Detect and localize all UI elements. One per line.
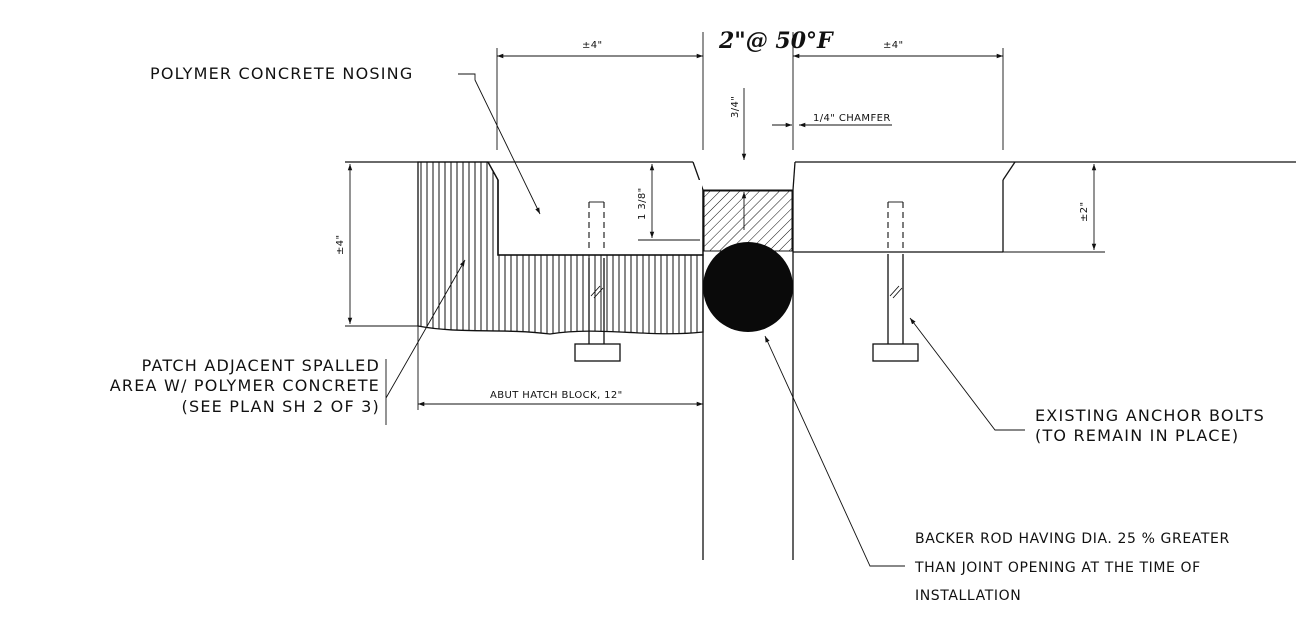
joint-seal [703,190,793,252]
note-backer-line3: INSTALLATION [915,588,1021,604]
dim-label-nosing-width-left: ±4" [582,40,603,51]
backer-rod [703,242,793,332]
nosing-recess-right [793,161,1016,253]
dim-label-patch-depth: ±4" [335,234,346,255]
joint-opening-label: 2"@ 50°F [718,28,834,54]
dim-label-nosing-width-right: ±4" [883,40,904,51]
leader-anchor [909,317,1025,431]
dim-label-seal-recess: 3/4" [730,96,741,118]
note-patch-line1: PATCH ADJACENT SPALLED [142,356,380,375]
leader-backer-rod [764,335,905,567]
note-anchor-line1: EXISTING ANCHOR BOLTS [1035,406,1265,425]
dim-label-seal-depth: 1 3/8" [637,187,648,220]
note-anchor-line2: (TO REMAIN IN PLACE) [1035,426,1239,445]
dim-label-nosing-depth: ±2" [1079,201,1090,222]
leader-nosing [458,73,541,215]
anchor-bolt-right [872,201,919,362]
note-nosing: POLYMER CONCRETE NOSING [150,64,413,83]
note-patch-line3: (SEE PLAN SH 2 OF 3) [182,397,380,416]
note-backer-line1: BACKER ROD HAVING DIA. 25 % GREATER [915,531,1230,547]
dim-nosing-width-left [496,32,704,150]
leader-patch [385,260,465,425]
anchor-bolt-left [574,201,621,362]
dim-label-abut-hatch: ABUT HATCH BLOCK, 12" [490,390,623,401]
dim-label-chamfer: 1/4" CHAMFER [813,113,891,124]
dim-nosing-width-right [792,32,1004,150]
note-backer-line2: THAN JOINT OPENING AT THE TIME OF [914,560,1201,576]
patch-hatch-area [417,161,704,335]
note-patch-line2: AREA W/ POLYMER CONCRETE [110,376,380,395]
